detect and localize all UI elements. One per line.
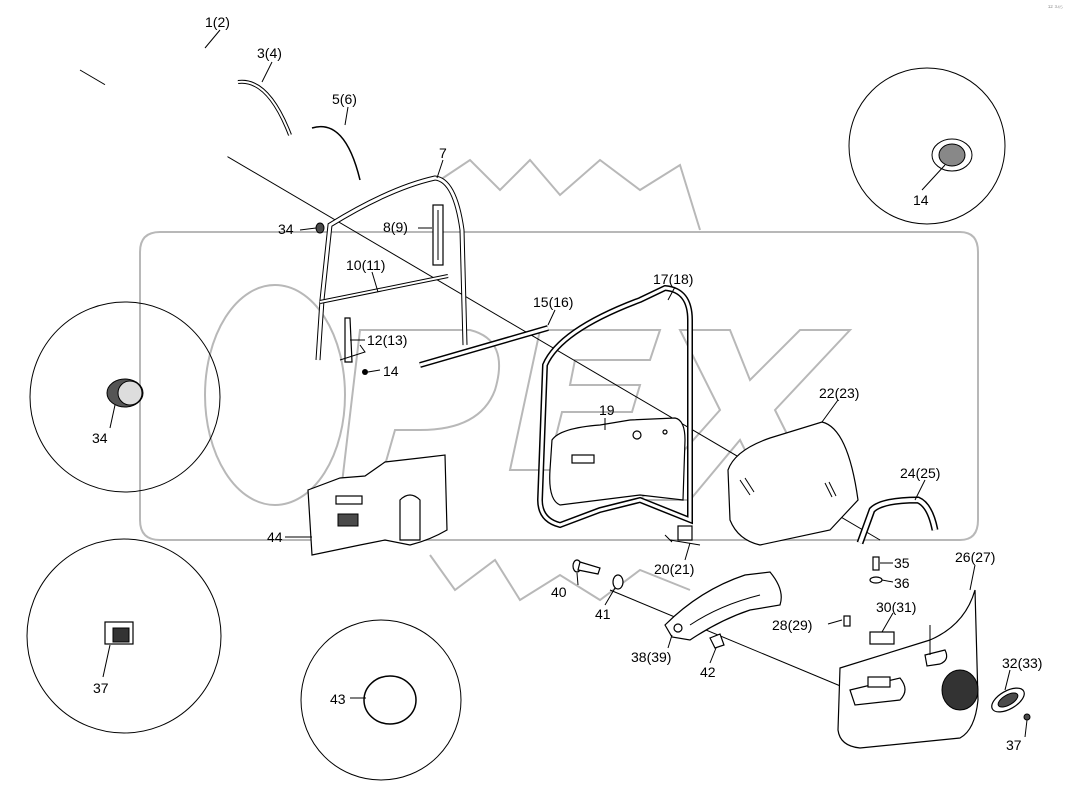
detail-circle-bushing-34 — [29, 301, 221, 493]
detail-circle-grommet-14 — [848, 67, 1006, 225]
label-part-1: 1(2) — [205, 14, 230, 30]
part-inner-panel — [549, 417, 686, 506]
label-part-3: 3(4) — [257, 45, 282, 61]
corner-mark: ¹² ³⁴⁵ — [1048, 5, 1063, 12]
label-part-20: 20(21) — [654, 561, 694, 577]
part-trim-board — [307, 454, 448, 556]
part-inner-handle-cup — [991, 687, 1025, 713]
label-part-38: 38(39) — [631, 649, 671, 665]
label-part-7: 7 — [439, 145, 447, 161]
part-pull-handle — [856, 496, 939, 545]
label-part-10: 10(11) — [346, 257, 385, 273]
part-screw-37 — [1023, 713, 1031, 721]
label-part-12: 12(13) — [367, 332, 407, 348]
label-part-43: 43 — [330, 691, 346, 707]
detail-circle-cap-43 — [300, 619, 462, 781]
part-screw-35 — [872, 556, 893, 571]
part-clip — [843, 615, 851, 627]
label-part-22: 22(23) — [819, 385, 859, 401]
label-part-15: 15(16) — [533, 294, 573, 310]
part-bolt-40 — [572, 559, 601, 575]
part-bushing-small — [315, 222, 325, 234]
label-part-40: 40 — [551, 584, 567, 600]
leader-lines — [102, 29, 1028, 738]
part-hinge — [664, 525, 701, 546]
part-door-trim-panel — [837, 589, 979, 749]
label-part-5: 5(6) — [332, 91, 357, 107]
part-small-channel — [237, 79, 292, 136]
label-part-32: 32(33) — [1002, 655, 1042, 671]
label-part-24: 24(25) — [900, 465, 940, 481]
label-part-34-b: 34 — [92, 430, 108, 446]
label-part-14-b: 14 — [913, 192, 929, 208]
label-part-17: 17(18) — [653, 271, 693, 287]
detail-circle-clip-37 — [26, 538, 222, 734]
label-part-8: 8(9) — [383, 219, 408, 235]
label-part-44: 44 — [267, 529, 283, 545]
part-thin-strip — [311, 125, 361, 181]
label-part-26: 26(27) — [955, 549, 995, 565]
label-part-34-a: 34 — [278, 221, 294, 237]
part-guide-bracket — [339, 317, 368, 375]
part-washer-41 — [612, 574, 624, 590]
part-armrest-bracket — [664, 571, 782, 641]
part-run-channel — [96, 43, 228, 200]
part-washer-36 — [869, 576, 894, 584]
label-part-14-a: 14 — [383, 363, 399, 379]
label-part-42: 42 — [700, 664, 716, 680]
label-part-37-a: 37 — [93, 680, 109, 696]
part-window-frame — [315, 175, 468, 361]
trim-axis-line — [609, 589, 851, 691]
label-part-41: 41 — [595, 606, 611, 622]
part-door-glass — [727, 421, 859, 546]
label-part-37-b: 37 — [1006, 737, 1022, 753]
label-part-36: 36 — [894, 575, 910, 591]
part-plug-42 — [709, 633, 725, 649]
label-part-19: 19 — [599, 402, 615, 418]
label-part-28: 28(29) — [772, 617, 812, 633]
part-switch-bezel — [869, 631, 895, 645]
part-weatherstrip — [536, 284, 693, 529]
label-part-35: 35 — [894, 555, 910, 571]
label-part-30: 30(31) — [876, 599, 916, 615]
